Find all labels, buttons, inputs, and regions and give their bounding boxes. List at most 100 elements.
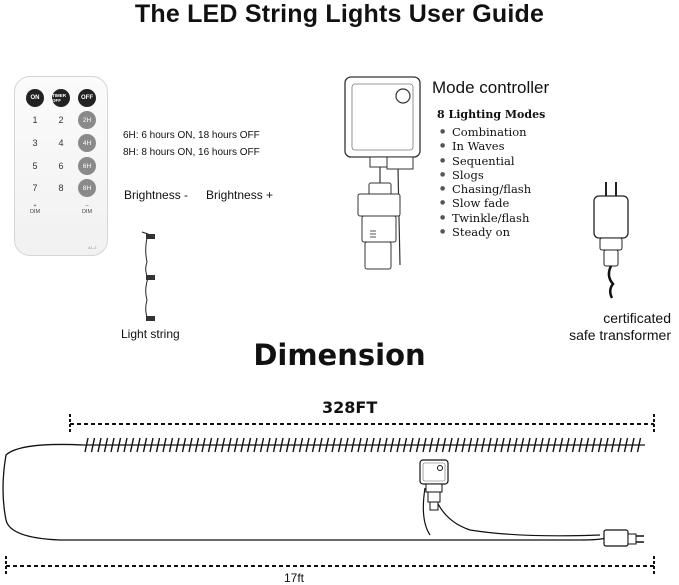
- remote-dim-plus-button: + DIM: [29, 203, 41, 215]
- remote-number-button: 5: [32, 161, 38, 171]
- bulb-mark: [363, 437, 369, 453]
- bulb-mark: [454, 437, 460, 453]
- bulb-mark: [220, 437, 226, 453]
- transformer-label-line2: safe transformer: [569, 327, 671, 343]
- string-length-label: 328FT: [322, 398, 378, 417]
- bulb-mark: [285, 437, 291, 453]
- remote-timer-off-button: TIMER OFF: [52, 89, 70, 107]
- bulb-mark: [402, 437, 408, 453]
- bulb-mark: [123, 437, 128, 453]
- remote-number-button: 3: [32, 138, 38, 148]
- brightness-plus-label: Brightness +: [206, 188, 274, 202]
- bulb-mark: [383, 437, 388, 453]
- bulb-mark: [506, 437, 512, 453]
- bulb-mark: [318, 437, 323, 453]
- bulb-mark: [636, 437, 642, 453]
- bulb-mark: [155, 437, 161, 453]
- mode-controller-illustration: [344, 76, 421, 270]
- dimension-title: Dimension: [253, 338, 426, 372]
- lighting-mode-item: Twinkle/flash: [438, 211, 531, 226]
- bulb-mark: [558, 437, 564, 453]
- bulb-mark: [84, 437, 89, 453]
- bulb-mark: [610, 437, 616, 453]
- bulb-mark: [142, 437, 148, 453]
- bulb-mark: [233, 437, 239, 453]
- bulb-mark: [110, 437, 115, 453]
- bulb-mark: [526, 437, 531, 453]
- lighting-mode-item: Chasing/flash: [438, 182, 531, 197]
- bulb-mark: [467, 437, 473, 453]
- bulb-mark: [175, 437, 180, 453]
- bulb-mark: [116, 437, 122, 453]
- bulb-mark: [441, 437, 447, 453]
- bulb-mark: [376, 437, 382, 453]
- bulb-mark: [103, 437, 109, 453]
- lighting-modes-list: Combination In Waves Sequential Slogs Ch…: [438, 125, 531, 240]
- bulb-mark: [422, 437, 427, 453]
- bulb-mark: [552, 437, 557, 453]
- bulb-mark: [305, 437, 310, 453]
- bulb-mark: [513, 437, 518, 453]
- lighting-mode-item: Steady on: [438, 225, 531, 240]
- remote-dim-minus-button: – DIM: [81, 203, 93, 215]
- bulb-mark: [435, 437, 440, 453]
- bulb-mark: [389, 437, 395, 453]
- bulb-mark: [298, 437, 304, 453]
- bulb-mark: [578, 437, 583, 453]
- remote-control: ON TIMER OFF OFF 1 2 2H 3 4 4H 5 6 6H 7 …: [14, 76, 108, 256]
- bulb-mark: [162, 437, 167, 453]
- lighting-mode-item: Slow fade: [438, 196, 531, 211]
- bulb-mark: [129, 437, 135, 453]
- bulb-mark: [370, 437, 375, 453]
- brightness-minus-label: Brightness -: [124, 188, 189, 202]
- bulb-mark: [500, 437, 505, 453]
- bulb-mark: [539, 437, 544, 453]
- bulb-mark: [227, 437, 232, 453]
- bulb-mark: [266, 437, 271, 453]
- bulb-mark: [480, 437, 486, 453]
- bulb-mark: [487, 437, 492, 453]
- bulb-mark: [617, 437, 622, 453]
- bulb-mark: [324, 437, 330, 453]
- transformer-label-line1: certificated: [603, 310, 671, 326]
- remote-number-button: 6: [58, 161, 64, 171]
- bulb-mark: [214, 437, 219, 453]
- remote-timer-button: 6H: [78, 157, 96, 175]
- bulb-mark: [545, 437, 551, 453]
- bulb-mark: [584, 437, 590, 453]
- lighting-mode-item: Combination: [438, 125, 531, 140]
- bulb-mark: [415, 437, 421, 453]
- bulb-mark: [623, 437, 629, 453]
- bulb-mark: [591, 437, 596, 453]
- bulb-mark: [188, 437, 193, 453]
- bulb-mark: [201, 437, 206, 453]
- bulb-mark: [396, 437, 401, 453]
- lead-length-label: 17ft: [284, 571, 305, 585]
- remote-timer-button: 4H: [78, 134, 96, 152]
- dimension-diagram: [2, 414, 655, 576]
- bulb-mark: [337, 437, 343, 453]
- bulb-mark: [181, 437, 187, 453]
- remote-model-label: A1-2: [88, 245, 97, 250]
- light-string-illustration: [141, 231, 155, 321]
- bulb-mark: [630, 437, 635, 453]
- bulb-mark: [565, 437, 570, 453]
- bulb-mark: [474, 437, 479, 453]
- bulb-mark: [246, 437, 252, 453]
- bulb-mark: [240, 437, 245, 453]
- bulb-mark: [97, 437, 102, 453]
- lighting-modes-title: 8 Lighting Modes: [437, 108, 546, 121]
- bulb-mark: [168, 437, 174, 453]
- transformer-illustration: [593, 182, 629, 299]
- bulb-mark: [409, 437, 414, 453]
- lighting-mode-item: Sequential: [438, 154, 531, 169]
- mode-controller-label: Mode controller: [432, 78, 550, 97]
- remote-number-button: 2: [58, 115, 64, 125]
- bulb-mark: [571, 437, 577, 453]
- bulb-mark: [149, 437, 154, 453]
- remote-timer-button: 2H: [78, 111, 96, 129]
- bulb-mark: [253, 437, 258, 453]
- bulb-mark: [597, 437, 603, 453]
- bulb-mark: [448, 437, 453, 453]
- lighting-mode-item: In Waves: [438, 139, 531, 154]
